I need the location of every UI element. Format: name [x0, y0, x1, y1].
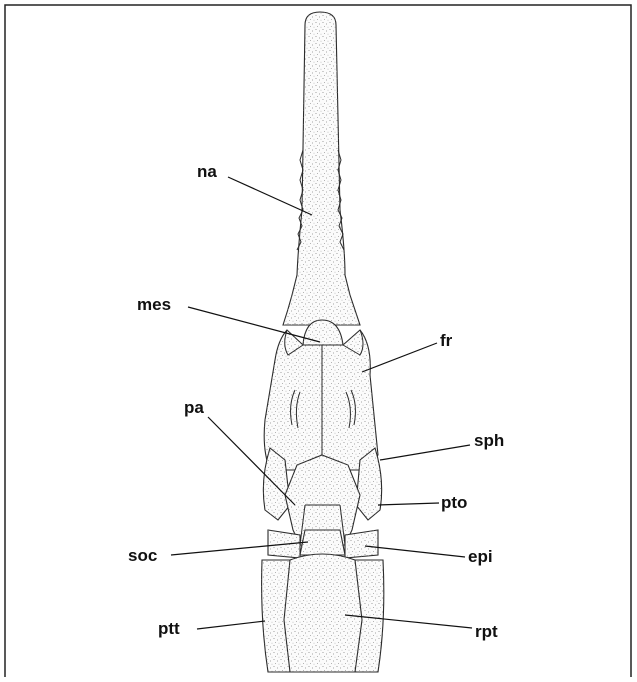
- nasal-rostrum: [283, 12, 360, 325]
- label-mes: mes: [137, 295, 171, 314]
- frontal-region: [264, 330, 378, 470]
- label-rpt: rpt: [475, 622, 498, 641]
- leader-pto: [378, 503, 439, 505]
- label-pa: pa: [184, 398, 204, 417]
- label-sph: sph: [474, 431, 504, 450]
- leader-sph: [380, 445, 470, 460]
- leader-epi: [365, 546, 465, 557]
- label-pto: pto: [441, 493, 467, 512]
- label-soc: soc: [128, 546, 157, 565]
- label-epi: epi: [468, 547, 493, 566]
- label-na: na: [197, 162, 217, 181]
- label-ptt: ptt: [158, 619, 180, 638]
- label-fr: fr: [440, 331, 453, 350]
- leader-na: [228, 177, 312, 215]
- leader-ptt: [197, 621, 265, 629]
- posterior-plates: [262, 554, 384, 672]
- leader-fr: [362, 343, 437, 372]
